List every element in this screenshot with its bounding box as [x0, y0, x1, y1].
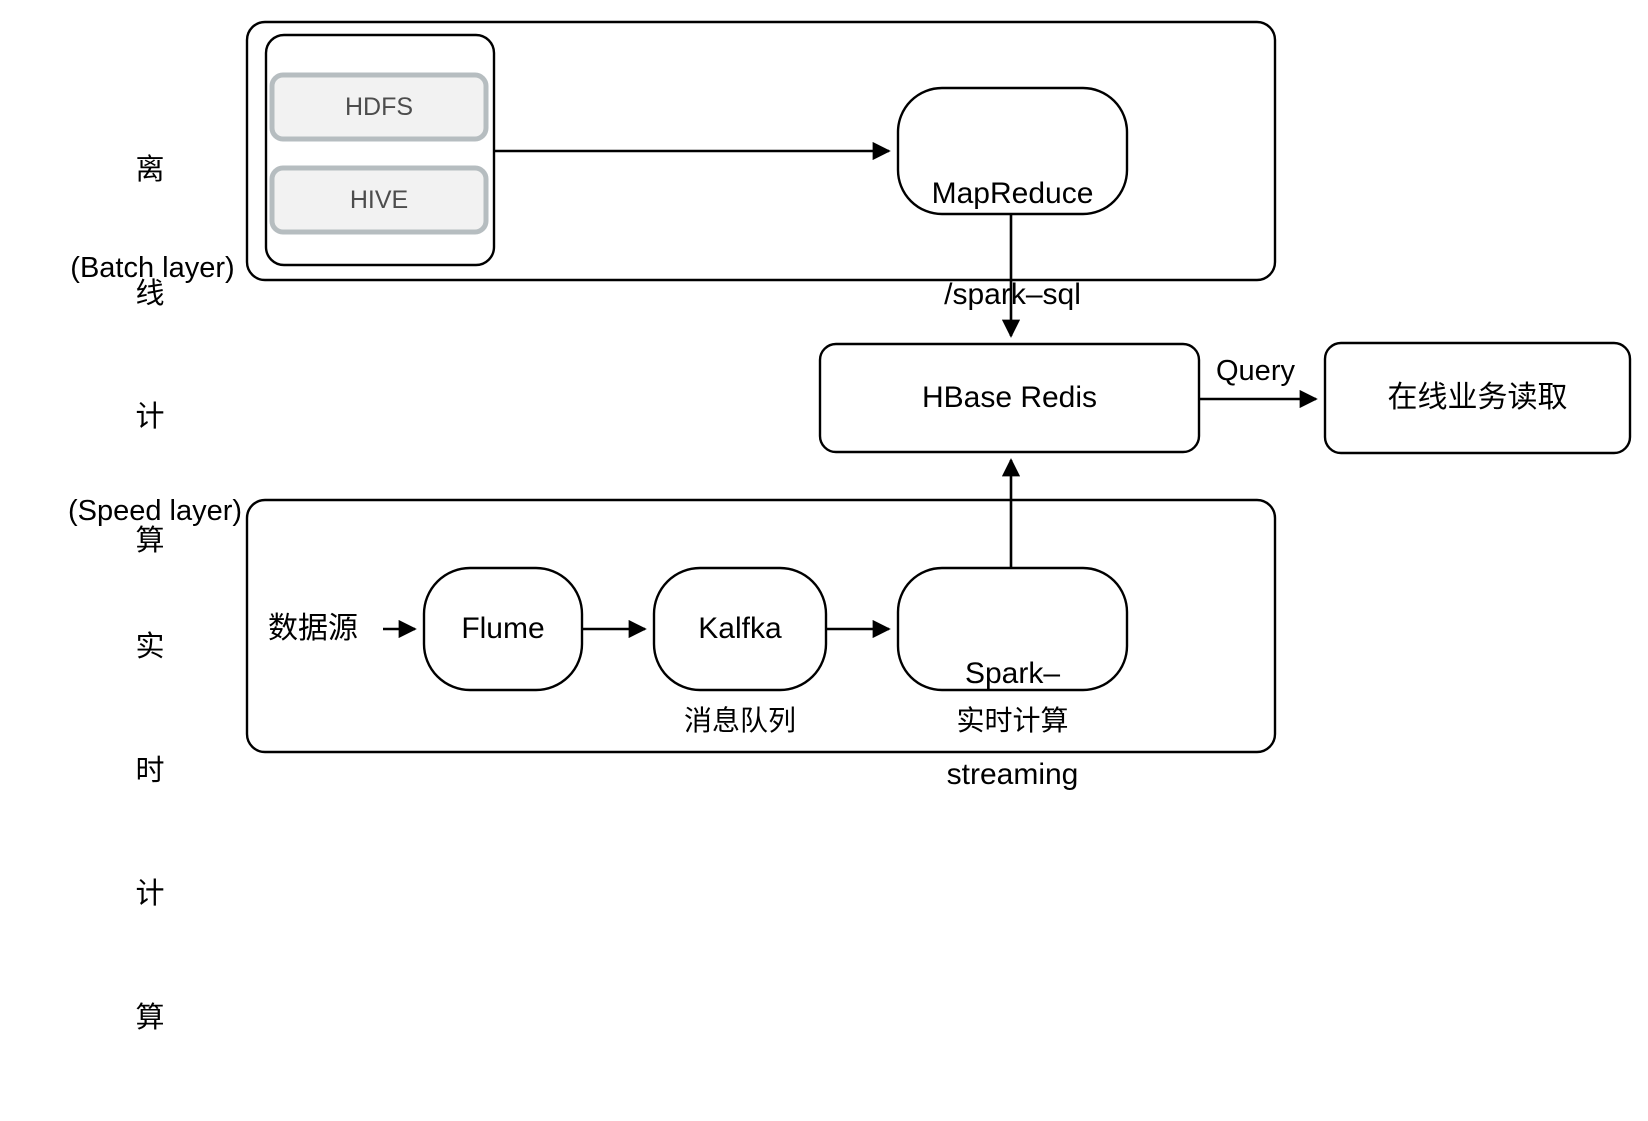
speed-layer-container — [245, 498, 1277, 754]
flume-node-label: Flume — [461, 612, 545, 646]
speed-side-char-3: 算 — [135, 1001, 165, 1034]
hive-node-shape[interactable] — [269, 165, 489, 235]
flume-node-shape[interactable] — [422, 566, 584, 692]
online-consumer-node-shape[interactable] — [1323, 341, 1632, 455]
mapreduce-node-shape[interactable] — [896, 86, 1129, 216]
spark-streaming-node-shape[interactable] — [896, 566, 1129, 692]
speed-side-char-2: 计 — [135, 878, 165, 911]
kalfka-caption: 消息队列 — [683, 705, 796, 736]
spark-streaming-label-line1: Spark– — [964, 657, 1061, 691]
mapreduce-label-line1: MapReduce — [931, 177, 1094, 211]
hdfs-node-shape[interactable] — [269, 72, 489, 142]
spark-streaming-node-label: Spark– streaming — [898, 590, 1127, 859]
mapreduce-label-line2: /spark–sql — [944, 277, 1081, 311]
hive-node-label: HIVE — [349, 186, 409, 214]
batch-layer-english-label: (Batch layer) — [70, 252, 235, 284]
speed-layer-side-label: 实 时 计 算 — [100, 545, 200, 1121]
speed-layer-english-label: (Speed layer) — [67, 495, 243, 527]
hbase-redis-node-shape[interactable] — [818, 342, 1201, 454]
batch-layer-container — [245, 20, 1277, 282]
speed-side-char-1: 时 — [135, 754, 165, 787]
storage-group-container — [264, 33, 496, 267]
batch-side-char-1: 线 — [135, 277, 165, 310]
kalfka-node-shape[interactable] — [652, 566, 828, 692]
online-consumer-node-label: 在线业务读取 — [1387, 381, 1568, 415]
diagram-shapes — [245, 20, 1632, 754]
spark-streaming-caption: 实时计算 — [956, 705, 1069, 736]
query-edge-label: Query — [1216, 355, 1295, 387]
data-source-label: 数据源 — [268, 612, 358, 645]
mapreduce-node-label: MapReduce /spark–sql — [898, 110, 1127, 379]
hbase-redis-node-label: HBase Redis — [921, 381, 1098, 415]
spark-streaming-label-line2: streaming — [946, 757, 1079, 791]
kalfka-node-label: Kalfka — [698, 612, 782, 646]
batch-side-char-2: 计 — [135, 401, 165, 434]
batch-side-char-3: 算 — [135, 524, 165, 557]
hdfs-node-label: HDFS — [344, 93, 414, 121]
diagram-canvas: 离 线 计 算 (Batch layer) HDFS HIVE MapReduc… — [67, 20, 1632, 1034]
batch-layer-side-label: 离 线 计 算 — [100, 68, 200, 644]
speed-side-char-0: 实 — [135, 631, 165, 664]
batch-side-char-0: 离 — [135, 154, 165, 187]
